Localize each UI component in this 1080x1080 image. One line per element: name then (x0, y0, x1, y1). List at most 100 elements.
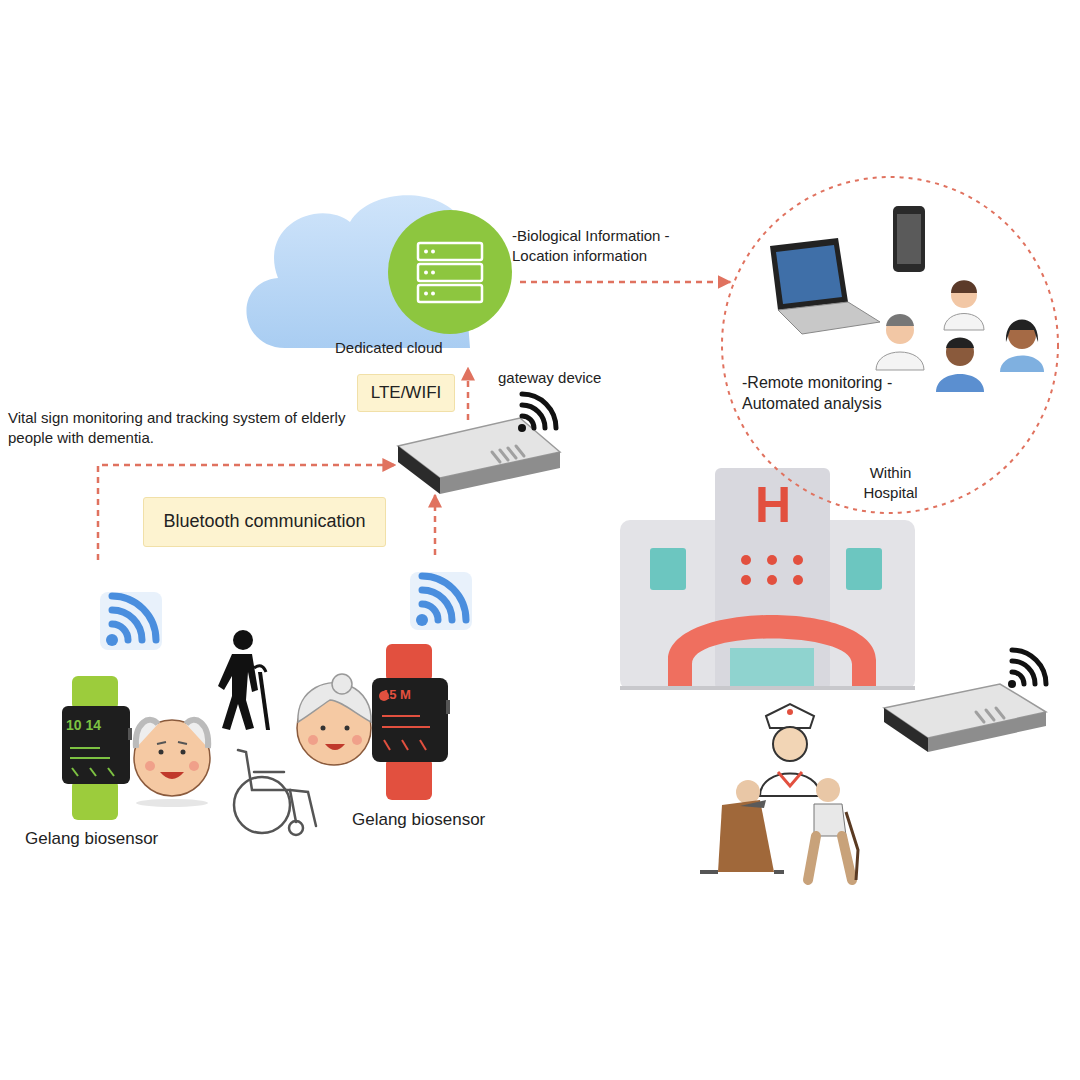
nurse-and-patients (740, 800, 766, 808)
biosensor-bracelet (70, 757, 110, 759)
wifi-signal-icon (1012, 672, 1024, 684)
biosensor-bracelet (372, 644, 450, 800)
laptop-icon (770, 238, 880, 334)
server-icon (431, 292, 435, 296)
biosensor-bracelet (402, 740, 408, 750)
server-icon (424, 271, 428, 275)
nurse-and-patients (808, 836, 852, 880)
doctor-icon (1000, 356, 1044, 373)
nurse-and-patients (718, 800, 774, 872)
device-node: gateway device (395, 420, 560, 495)
doctor-icon (951, 280, 977, 293)
elderly-man-face (189, 761, 199, 771)
gateway-device-icon (986, 710, 994, 720)
gateway-device-icon (492, 446, 524, 462)
wifi-signal-icon (522, 416, 534, 428)
wheelchair-icon (290, 790, 316, 826)
gateway-device-icon (398, 446, 440, 494)
node-text: -Remote monitoring -Automated analysis (742, 373, 912, 415)
title-text: Vital sign monitoring and tracking syste… (8, 408, 348, 447)
elderly-woman-face (332, 674, 352, 694)
gateway-device-icon (492, 452, 500, 462)
node-text: gateway device (498, 368, 623, 388)
doctor-icon (876, 280, 1044, 392)
nurse-and-patients (816, 778, 840, 802)
elderly-man-face (181, 750, 186, 755)
doctor-icon (876, 352, 924, 370)
elderly-man-face (160, 772, 184, 779)
server-icon (431, 271, 435, 275)
nurse-and-patients (766, 704, 814, 728)
gateway-device-icon (500, 450, 508, 460)
biosensor-bracelet (382, 726, 430, 728)
server-icon (424, 250, 435, 296)
biosensor-bracelet (72, 676, 118, 710)
hospital-building (668, 615, 876, 690)
dashed-arrow (520, 281, 730, 284)
biosensor-bracelet (446, 700, 450, 714)
hospital-building (793, 555, 803, 565)
hospital-building (715, 468, 830, 690)
dashed-circle (722, 177, 1058, 513)
bluetooth-signal-icon (106, 634, 118, 646)
hospital-building (620, 468, 915, 690)
biosensor-bracelet (386, 758, 432, 800)
watch-display: 15 M (382, 688, 442, 702)
elderly-man-face (159, 750, 164, 755)
bluetooth-signal-icon (416, 576, 466, 626)
wheelchair-icon (234, 777, 290, 833)
device-node: Gelang biosensor (20, 560, 210, 852)
bluetooth-signal-icon (422, 576, 466, 620)
server-icon (431, 250, 435, 254)
bluetooth-signal-icon (106, 596, 156, 646)
doctor-icon (944, 314, 984, 331)
node-text: Dedicated cloud (335, 338, 485, 358)
elderly-man-face (136, 799, 208, 807)
hospital-building (793, 575, 803, 585)
doctor-icon (1006, 320, 1038, 343)
device-node: Gelang biosensor (350, 555, 505, 832)
biosensor-bracelet (372, 678, 448, 762)
nurse-and-patients (778, 772, 802, 786)
biosensor-bracelet (108, 768, 114, 776)
biosensor-bracelet (90, 768, 96, 776)
elderly-woman-face (352, 735, 362, 745)
nurse-and-patients (700, 704, 858, 880)
hospital-sign: H (742, 478, 804, 533)
edge-label: -Biological Information -Location inform… (512, 226, 694, 265)
wifi-signal-icon (518, 424, 526, 432)
wifi-signal-icon (518, 394, 556, 432)
watch-display: 10 14 (66, 718, 128, 733)
laptop-icon (776, 245, 842, 304)
hospital-circle: -Remote monitoring -Automated analysisWi… (720, 175, 1060, 515)
nurse-and-patients (773, 727, 807, 761)
biosensor-bracelet (70, 748, 114, 776)
doctor-icon (886, 314, 914, 326)
hospital-building (741, 575, 751, 585)
biosensor-bracelet (384, 740, 390, 750)
biosensor-bracelet (382, 715, 420, 717)
wheelchair-icon (234, 750, 316, 835)
wifi-signal-icon (1008, 650, 1046, 688)
gateway-device-icon (996, 708, 1004, 718)
elderly-woman-face (308, 735, 318, 745)
walking-elderly-icon (218, 654, 258, 730)
elderly-man-face (157, 742, 187, 744)
wheelchair-icon (238, 750, 296, 822)
hospital-building (650, 548, 686, 590)
gateway-device-icon (516, 446, 524, 456)
wifi-signal-icon (522, 394, 556, 428)
hospital-building (846, 548, 882, 590)
biosensor-bracelet (62, 706, 130, 784)
server-icon (424, 250, 428, 254)
wifi-signal-icon (1012, 650, 1046, 684)
hospital-building (741, 555, 803, 585)
walking-elderly-icon (258, 672, 270, 730)
elderly-woman-face (325, 744, 345, 750)
elderly-man-face (134, 720, 210, 796)
doctor-icon (946, 338, 974, 366)
node-text: Gelang biosensor (25, 828, 205, 850)
biosensor-bracelet (128, 728, 132, 740)
hospital-building (620, 686, 915, 690)
